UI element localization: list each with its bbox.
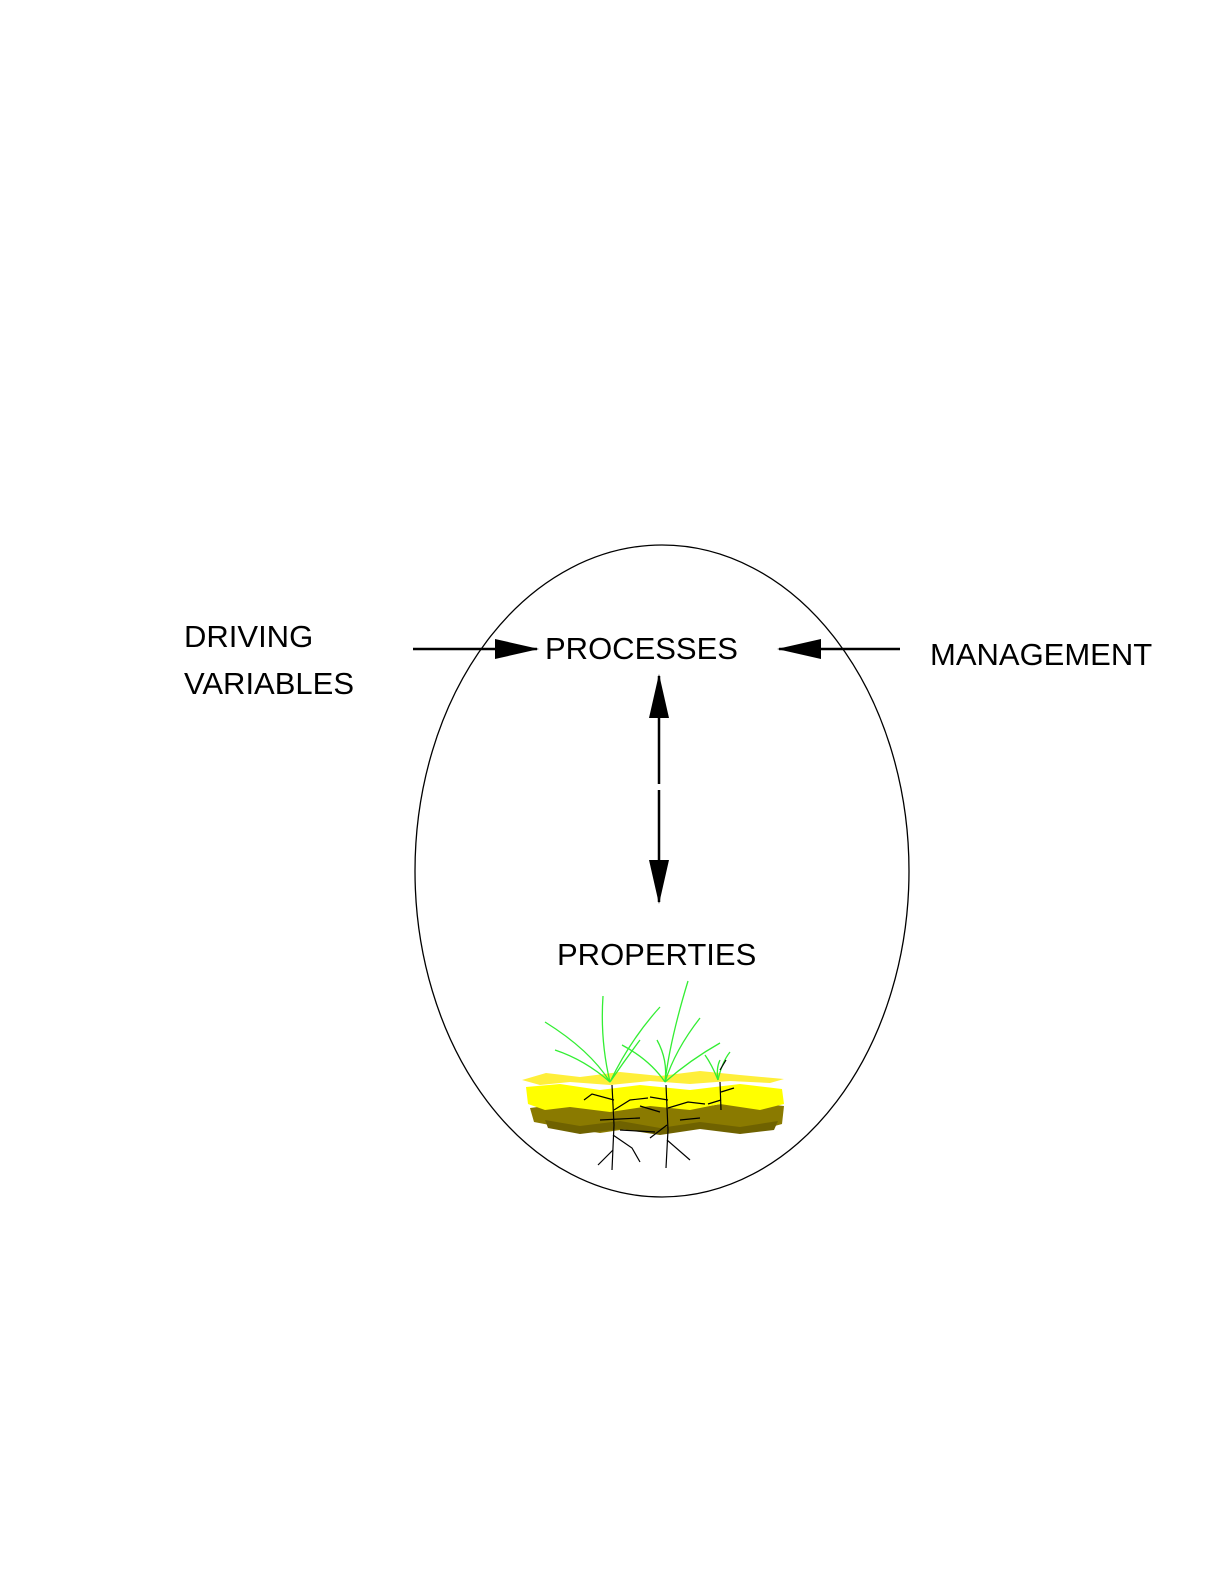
processes-label: PROCESSES bbox=[545, 631, 738, 666]
soil-top-layer bbox=[522, 1071, 784, 1085]
driving-variables-line2: VARIABLES bbox=[184, 666, 354, 701]
management-label: MANAGEMENT bbox=[930, 637, 1152, 672]
driving-variables-line1: DRIVING bbox=[184, 619, 313, 654]
properties-label: PROPERTIES bbox=[557, 937, 756, 972]
driving-variables-label: DRIVING VARIABLES bbox=[184, 619, 354, 701]
plant-soil-illustration bbox=[522, 981, 784, 1170]
grass-blades bbox=[545, 981, 730, 1082]
